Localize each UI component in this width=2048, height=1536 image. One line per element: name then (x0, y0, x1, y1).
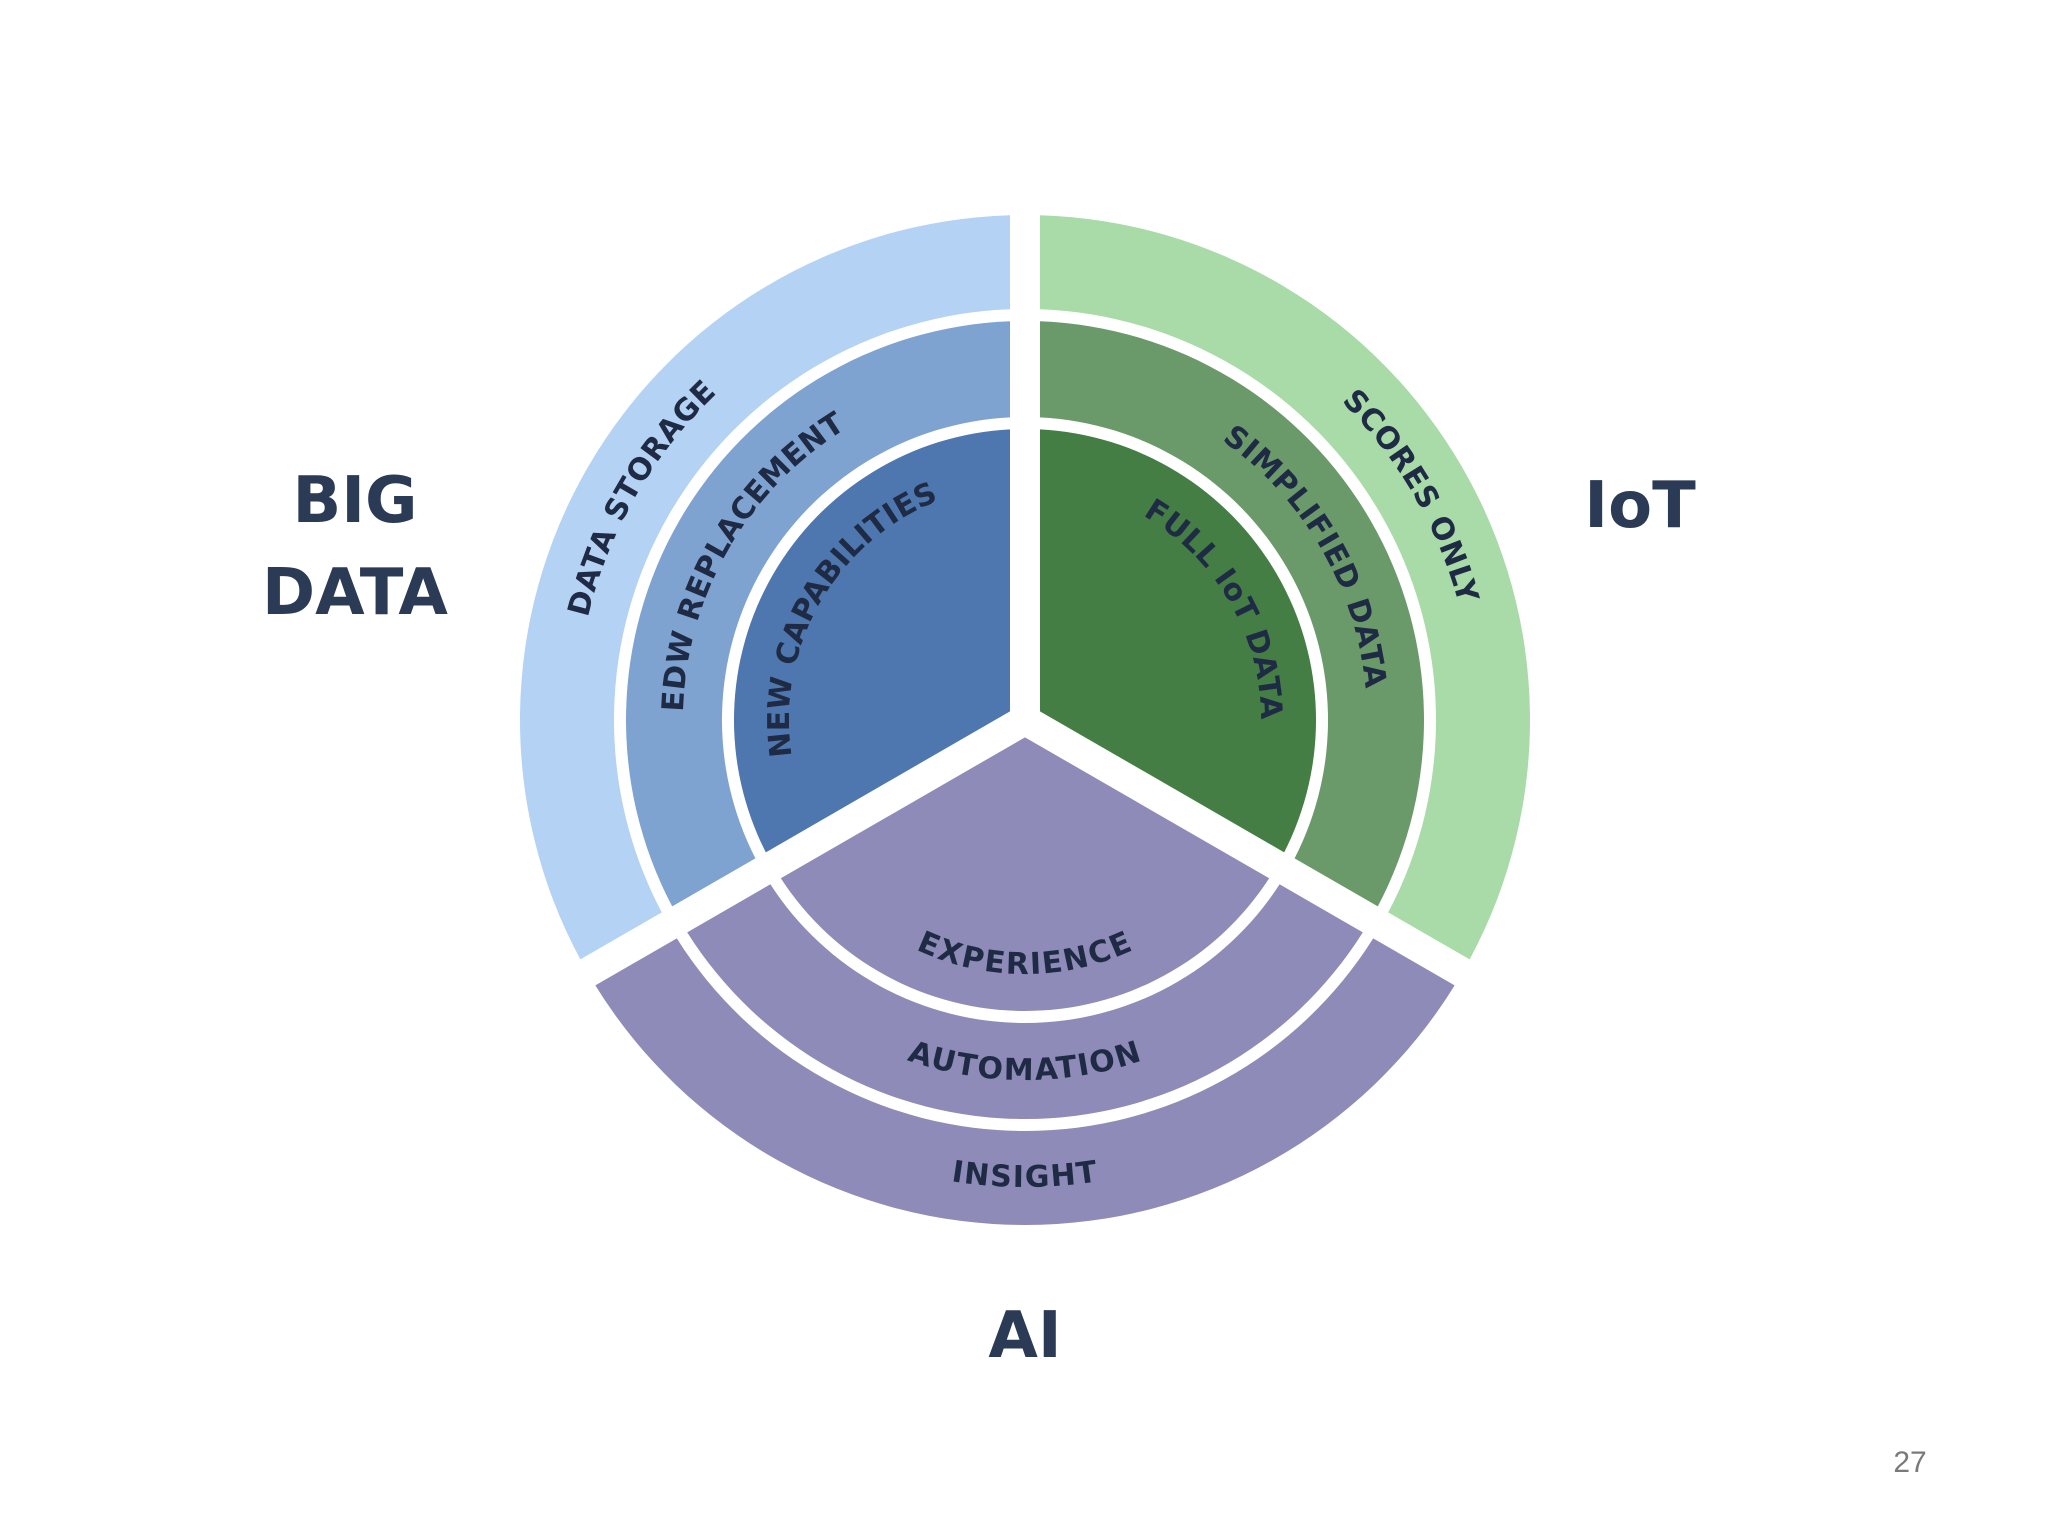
big-data-label-line1: BIG (292, 464, 418, 538)
ai-ring-1-segment (595, 938, 1455, 1225)
page-number: 27 (1893, 1446, 1927, 1479)
ai-ring-1-label: INSIGHT (950, 1154, 1100, 1195)
ai-label: AI (988, 1299, 1062, 1373)
big-data-ring-2-segment (626, 321, 1011, 907)
iot-ring-3-segment (1039, 429, 1316, 853)
big-data-ring-1-segment (519, 215, 1011, 960)
big-data-label-line2: DATA (262, 556, 448, 630)
iot-ring-1-segment (1039, 215, 1531, 960)
iot-label: IoT (1584, 469, 1696, 543)
ai-ring-3-segment (780, 737, 1270, 1011)
ai-ring-2-segment (687, 884, 1363, 1119)
big-data-label: BIG DATA (255, 455, 455, 639)
iot-ring-2-segment (1039, 321, 1424, 907)
big-data-ring-3-segment (733, 429, 1011, 853)
